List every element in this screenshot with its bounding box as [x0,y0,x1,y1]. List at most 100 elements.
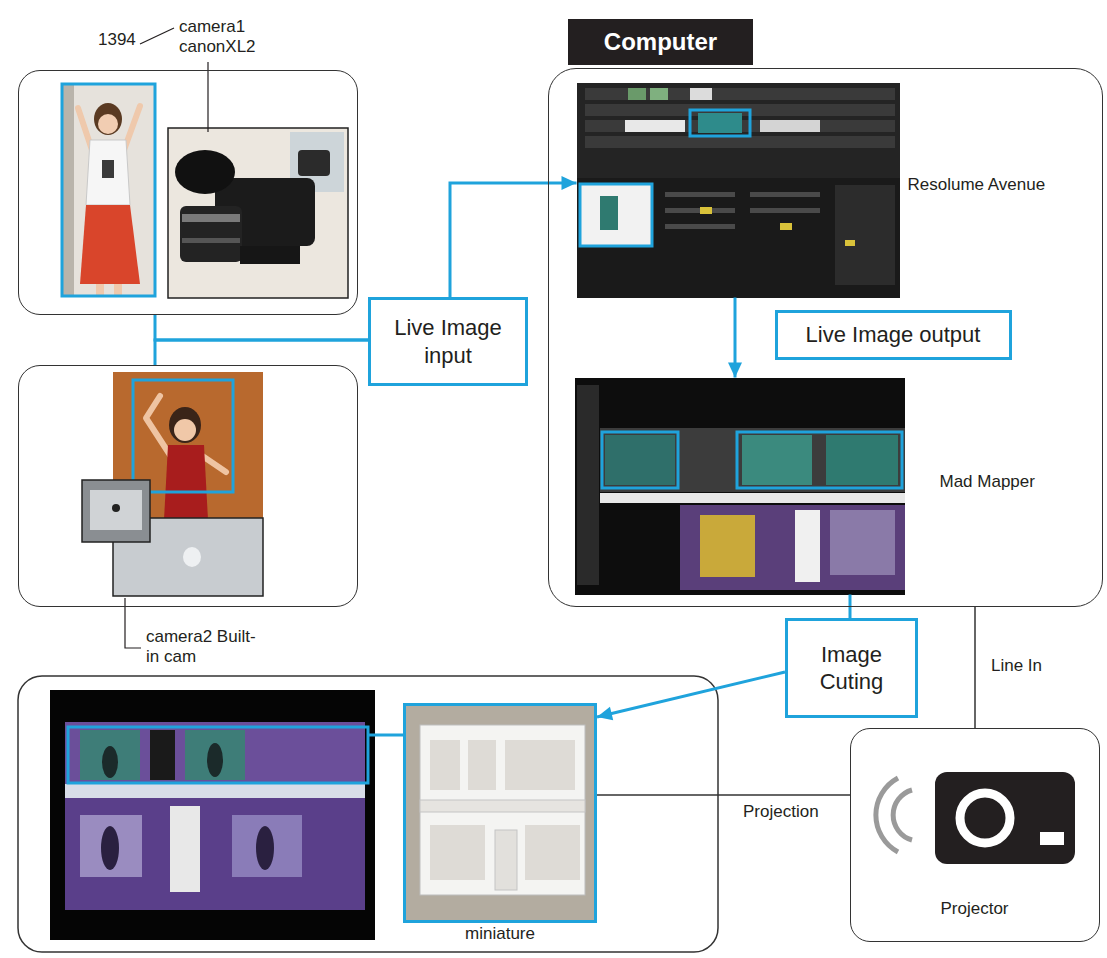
photo-panel: camera1 canonXL2 [18,70,358,315]
software-screenshot [760,120,820,132]
software-screenshot [605,435,675,485]
dancer-photo [80,205,140,284]
dancer-photo [62,84,155,296]
connector-line [597,794,850,796]
connector-line [450,183,577,297]
node-label: Projector [851,899,1098,919]
miniature-photo [406,706,594,920]
software-screenshot [845,240,855,246]
software-screenshot [690,110,750,136]
dancer-photo [174,419,196,441]
projector-icon [876,772,1075,864]
software-screenshot [575,378,905,595]
connector-label: Projection [740,802,822,822]
projection-photo [256,826,274,870]
miniature-photo [525,825,580,880]
dancer-photo [146,396,170,455]
software-screenshot [580,184,652,246]
dancer-photo [169,407,201,443]
projector-icon [1040,832,1064,845]
projection-photo [65,798,365,910]
projection-photo [368,734,403,737]
panel-tab: Computer [568,19,753,65]
connector [728,298,742,378]
camcorder-photo [182,214,240,222]
leader-line [207,62,208,132]
projector-panel: Projector [850,728,1100,942]
projection-photo [50,690,375,940]
connector-line [974,607,976,728]
projection-photo [101,826,119,870]
screenshot-frame: Mad Mapper [575,378,905,595]
node-label: miniature [403,924,597,944]
process-box: Live Image output [775,310,1012,360]
software-screenshot [750,192,820,197]
box-label: Live Image output [806,321,981,349]
laptop-photo [82,480,263,596]
connector [450,176,577,297]
image-frame: miniature [403,703,597,923]
camcorder-photo [168,128,348,298]
photo-panel: camera2 Built-in cam [18,365,358,607]
projector-icon [960,793,1010,843]
connector [975,607,976,728]
node-label: Mad Mapper [940,472,1090,492]
dancer-photo [98,114,118,134]
software-screenshot [625,120,685,132]
camcorder-photo [175,150,235,194]
software-screenshot [650,88,668,100]
node-label: camera1 canonXL2 [179,17,284,58]
projection-photo [65,722,365,784]
projection-photo [232,815,302,877]
projector-icon [876,778,898,852]
software-screenshot [665,208,735,213]
software-screenshot [602,432,678,488]
camcorder-photo [240,246,300,264]
software-screenshot [698,113,742,133]
software-screenshot [577,83,900,298]
software-screenshot [665,224,735,229]
screenshot-frame: Resolume Avenue [577,83,900,298]
software-screenshot [665,192,735,197]
software-screenshot [585,136,895,148]
leader-line [125,598,141,648]
connector [597,795,850,796]
projection-photo [170,806,200,892]
software-screenshot [750,208,820,213]
connector-line [155,340,368,365]
projection-photo [207,743,223,777]
dancer-photo [102,160,114,178]
software-screenshot [581,185,651,245]
miniature-photo [505,740,575,790]
software-screenshot [600,428,905,492]
miniature-photo [468,740,496,790]
leader-line [140,28,174,44]
camcorder-photo [168,128,348,298]
miniature-photo [495,830,517,890]
projection-photo [50,690,403,940]
miniature-photo [420,800,585,812]
projection-photo [185,730,245,780]
connector [155,340,368,365]
software-screenshot [737,432,902,488]
dancer-photo [164,445,208,520]
software-screenshot [700,207,712,214]
software-screenshot [577,385,599,585]
dancer-photo [62,84,74,296]
laptop-photo [183,547,201,567]
dancer-photo [62,84,155,296]
software-screenshot [826,435,898,485]
projection-photo [80,730,140,780]
software-screenshot [585,88,895,100]
laptop-photo [112,504,120,512]
software-screenshot [795,510,820,582]
dancer-photo [96,284,104,295]
dancer-photo [86,140,130,205]
projection-photo [80,815,142,877]
camcorder-photo [182,238,240,243]
output-panel [18,676,718,952]
box-label: Image Cuting [794,641,909,696]
software-screenshot [577,178,900,298]
